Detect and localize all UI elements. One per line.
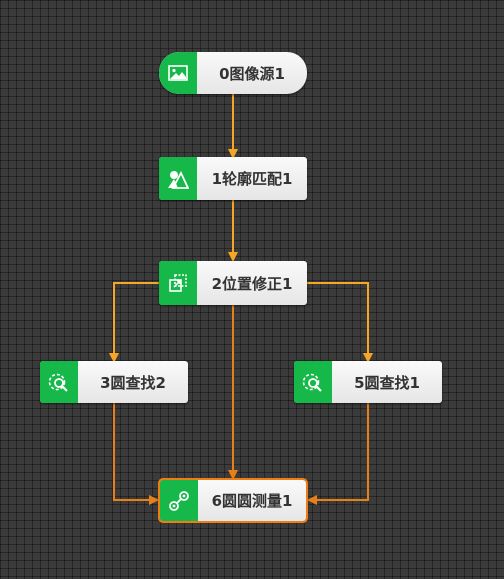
node-label: 6圆圆测量1 (211, 492, 293, 510)
node-position-correct[interactable]: 2位置修正1 (159, 261, 307, 305)
edge-5-6 (307, 403, 369, 505)
image-icon (159, 52, 197, 94)
node-label: 1轮廓匹配1 (211, 170, 293, 188)
circle-search-icon (40, 361, 78, 403)
shape-match-icon (159, 157, 197, 200)
node-label: 0图像源1 (219, 64, 285, 83)
node-image-source[interactable]: 0图像源1 (159, 52, 307, 94)
circle-search-icon (294, 361, 332, 403)
node-circle-search-2[interactable]: 3圆查找2 (40, 361, 188, 403)
node-label: 2位置修正1 (211, 274, 293, 293)
edge-2-5 (307, 282, 373, 363)
position-correct-icon (159, 261, 197, 305)
edge-3-6 (113, 403, 159, 505)
node-circle-search-1[interactable]: 5圆查找1 (294, 361, 442, 403)
node-label: 5圆查找1 (354, 373, 420, 392)
node-circle-measure[interactable]: 6圆圆测量1 (158, 478, 308, 523)
node-label: 3圆查找2 (100, 373, 166, 392)
circle-measure-icon (160, 480, 198, 521)
edge-2-3 (109, 282, 159, 363)
node-shape-match[interactable]: 1轮廓匹配1 (159, 157, 307, 200)
